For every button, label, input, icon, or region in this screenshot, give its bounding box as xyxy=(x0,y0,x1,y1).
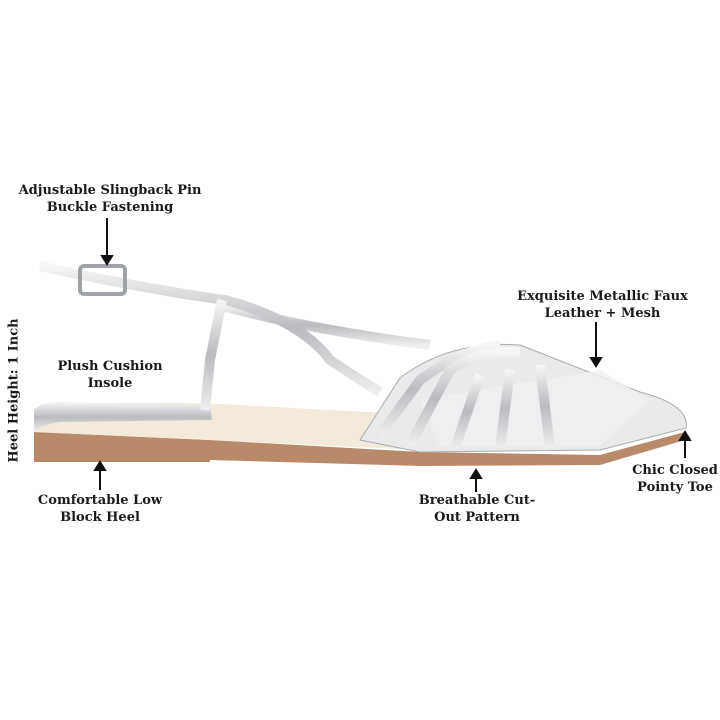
label-heel: Comfortable Low Block Heel xyxy=(37,493,163,525)
mesh xyxy=(420,370,650,446)
shoe xyxy=(34,261,687,466)
heel-counter xyxy=(34,402,212,432)
heel-height-label: Heel Height: 1 Inch xyxy=(6,317,22,463)
label-pattern: Breathable Cut-Out Pattern xyxy=(418,493,536,525)
label-material: Exquisite Metallic Faux Leather + Mesh xyxy=(517,289,688,321)
arrows xyxy=(93,218,692,492)
buckle xyxy=(78,264,127,296)
label-buckle: Adjustable Slingback Pin Buckle Fastenin… xyxy=(18,183,202,215)
sole xyxy=(34,432,685,466)
label-insole: Plush Cushion Insole xyxy=(57,359,163,391)
label-toe: Chic Closed Pointy Toe xyxy=(632,463,718,495)
